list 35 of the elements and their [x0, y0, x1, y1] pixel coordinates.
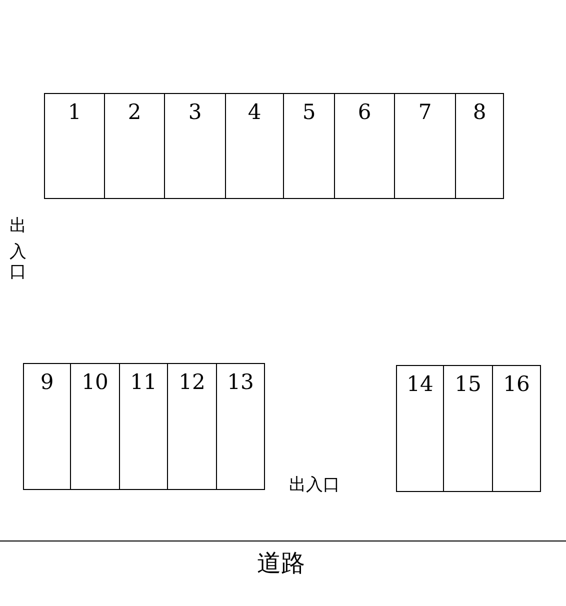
stall-number: 16 [502, 372, 531, 396]
stall-number: 11 [129, 370, 158, 394]
stall-number: 1 [66, 100, 82, 124]
parking-stall [283, 93, 335, 199]
parking-stall [70, 363, 120, 490]
entrance-label: 出入口 [289, 475, 340, 495]
stall-number: 12 [178, 370, 206, 394]
stall-number: 2 [126, 100, 142, 124]
parking-stall [216, 363, 265, 490]
stall-number: 13 [226, 370, 255, 394]
stall-number: 15 [454, 372, 482, 396]
parking-stall [396, 365, 444, 492]
stall-number: 3 [187, 100, 203, 124]
parking-stall [119, 363, 168, 490]
stall-number: 10 [80, 370, 110, 394]
entrance-label: 出入口 [8, 203, 28, 278]
parking-stall [44, 93, 105, 199]
parking-stall [104, 93, 165, 199]
parking-stall [455, 93, 504, 199]
stall-number: 4 [246, 100, 262, 124]
stall-number: 9 [39, 370, 55, 394]
stall-number: 6 [356, 100, 372, 124]
parking-stall [167, 363, 217, 490]
parking-stall [164, 93, 226, 199]
parking-stall [23, 363, 71, 490]
parking-stall [334, 93, 395, 199]
stall-number: 14 [406, 372, 434, 396]
stall-number: 7 [417, 100, 433, 124]
stall-number: 8 [472, 100, 488, 124]
parking-stall [443, 365, 493, 492]
parking-stall [492, 365, 541, 492]
road-label: 道路 [257, 549, 305, 577]
parking-stall [225, 93, 284, 199]
stall-number: 5 [301, 100, 317, 124]
parking-stall [394, 93, 456, 199]
